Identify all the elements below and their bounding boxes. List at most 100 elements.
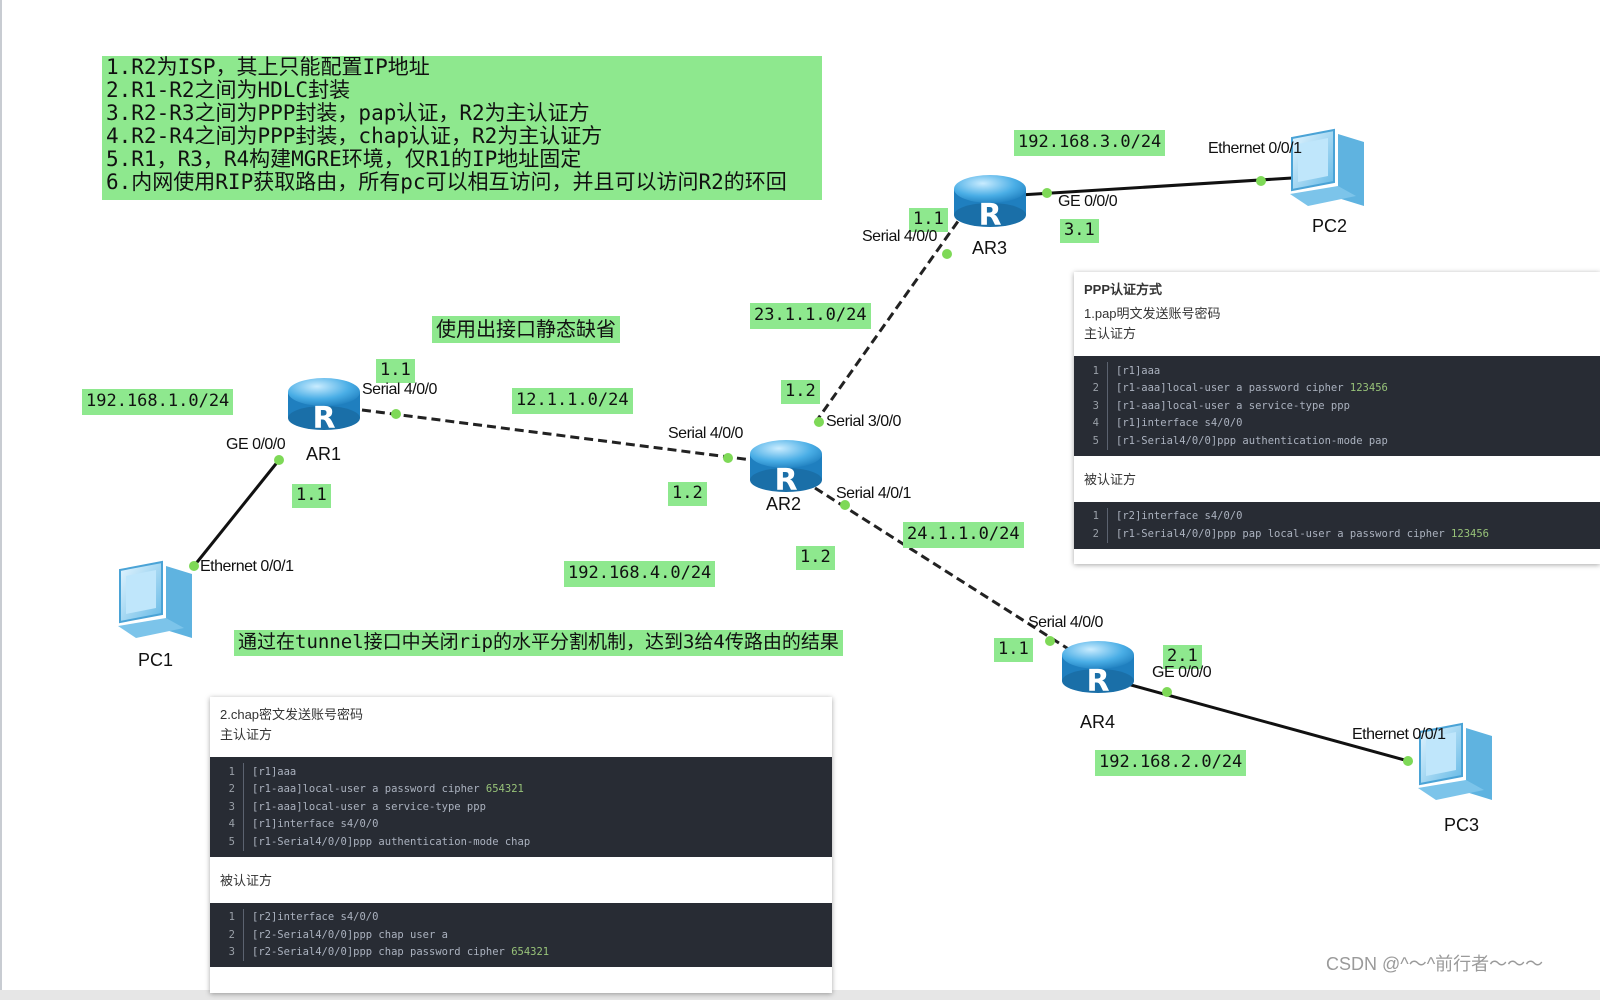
port-label: Ethernet 0/0/1 <box>1352 726 1446 743</box>
address-label: 3.1 <box>1060 219 1099 243</box>
code-text: [r1]interface s4/0/0 <box>252 818 379 831</box>
port-label: GE 0/0/0 <box>1058 193 1118 210</box>
router-icon: R <box>750 440 822 498</box>
line-number: 4 <box>1074 414 1108 432</box>
task-line: 1.R2为ISP，其上只能配置IP地址 <box>106 55 430 79</box>
router-icon: R <box>1062 641 1134 699</box>
line-number: 2 <box>210 926 244 944</box>
code-text: [r1]aaa <box>252 765 297 778</box>
port-dot <box>942 249 952 259</box>
code-line: 4 [r1]interface s4/0/0 <box>210 815 832 833</box>
port-dot <box>814 417 824 427</box>
port-label: Ethernet 0/0/1 <box>1208 140 1302 157</box>
panel-subtitle: 2.chap密文发送账号密码 <box>220 707 364 722</box>
address-label: 1.2 <box>668 482 707 506</box>
network-label: 12.1.1.0/24 <box>512 388 633 414</box>
code-text: [r2]interface s4/0/0 <box>252 911 379 924</box>
network-label: 192.168.2.0/24 <box>1095 750 1247 776</box>
device-label-pc2: PC2 <box>1312 216 1348 236</box>
network-label: 192.168.4.0/24 <box>564 561 716 587</box>
port-label: Serial 4/0/0 <box>862 228 937 245</box>
code-line: 1 [r1]aaa <box>210 763 832 781</box>
port-label: Serial 4/0/0 <box>362 381 437 398</box>
line-number: 3 <box>1074 397 1108 415</box>
code-line: 5 [r1-Serial4/0/0]ppp authentication-mode… <box>1074 432 1600 450</box>
device-label-ar3: AR3 <box>972 238 1008 258</box>
port-dot <box>1162 687 1172 697</box>
port-dot <box>723 453 733 463</box>
svg-text:R: R <box>312 401 335 436</box>
port-label: GE 0/0/0 <box>1152 664 1212 681</box>
pc-icon <box>1418 722 1492 800</box>
device-label-ar4: AR4 <box>1080 712 1116 732</box>
slave-label: 被认证方 <box>220 872 273 888</box>
port-dot <box>1256 176 1266 186</box>
line-number: 2 <box>1074 379 1108 397</box>
svg-text:R: R <box>1086 664 1109 699</box>
slave-label: 被认证方 <box>1084 471 1137 487</box>
line-number: 1 <box>210 763 244 781</box>
code-text: [r1-aaa]local-user a password cipher 123… <box>1116 382 1388 395</box>
port-label: Serial 4/0/0 <box>1028 614 1103 631</box>
code-text: [r1]interface s4/0/0 <box>1116 417 1243 430</box>
code-line: 1 [r2]interface s4/0/0 <box>210 908 832 926</box>
pc-icon <box>1290 128 1364 206</box>
panel-subtitle: 1.pap明文发送账号密码 <box>1084 306 1221 321</box>
network-label: 192.168.3.0/24 <box>1014 130 1166 156</box>
device-label-pc3: PC3 <box>1444 815 1480 835</box>
port-dot <box>1042 188 1052 198</box>
task-line: 4.R2-R4之间为PPP封装，chap认证，R2为主认证方 <box>106 124 603 148</box>
code-line: 2[r2-Serial4/0/0]ppp chap user a <box>210 926 832 944</box>
code-text: [r1-Serial4/0/0]ppp pap local-user a pas… <box>1116 527 1489 540</box>
note-split-horizon: 通过在tunnel接口中关闭rip的水平分割机制，达到3给4传路由的结果 <box>234 630 843 656</box>
port-dot <box>1045 636 1055 646</box>
port-dot <box>391 409 401 419</box>
address-label: 1.2 <box>781 380 820 404</box>
network-label: 23.1.1.0/24 <box>750 303 871 329</box>
port-label: Ethernet 0/0/1 <box>200 558 294 575</box>
network-label: 192.168.1.0/24 <box>82 389 234 415</box>
port-dot <box>189 561 199 571</box>
task-line: 2.R1-R2之间为HDLC封装 <box>106 78 351 102</box>
line-number: 5 <box>210 833 244 851</box>
code-line: 2 [r1-Serial4/0/0]ppp pap local-user a pa… <box>1074 525 1600 543</box>
line-number: 2 <box>1074 525 1108 543</box>
code-line: 2[r1-aaa]local-user a password cipher 65… <box>210 780 832 798</box>
line-number: 4 <box>210 815 244 833</box>
link-ar1-ar2 <box>361 408 753 462</box>
line-number: 1 <box>210 908 244 926</box>
address-label: 1.2 <box>796 546 835 570</box>
task-line: 3.R2-R3之间为PPP封装，pap认证，R2为主认证方 <box>106 101 590 125</box>
port-dot <box>1403 756 1413 766</box>
code-text: [r1-Serial4/0/0]ppp authentication-mode … <box>1116 434 1388 447</box>
code-line: 3[r1-aaa]local-user a service-type ppp <box>210 798 832 816</box>
link-ar2-ar4 <box>814 486 1071 652</box>
address-label: 1.1 <box>292 484 331 508</box>
code-text: [r2-Serial4/0/0]ppp chap password cipher… <box>252 946 550 959</box>
port-label: Serial 4/0/0 <box>668 425 743 442</box>
port-label: GE 0/0/0 <box>226 436 286 453</box>
svg-text:R: R <box>774 463 797 498</box>
code-text: [r1-aaa]local-user a service-type ppp <box>252 800 486 813</box>
device-label-ar2: AR2 <box>766 494 802 514</box>
code-line: 1[r2]interface s4/0/0 <box>1074 507 1600 525</box>
port-dot <box>840 500 850 510</box>
router-icon: R <box>954 175 1026 233</box>
code-text: [r1-aaa]local-user a password cipher 654… <box>252 783 524 796</box>
code-line: 2 [r1-aaa]local-user a password cipher 12… <box>1074 379 1600 397</box>
port-dots <box>189 176 1413 766</box>
port-dot <box>274 455 284 465</box>
chap-auth-panel: 2.chap密文发送账号密码 主认证方 1[r1]aaa 2[r1-aaa]lo… <box>210 697 832 993</box>
code-block-chap-slave: 1[r2]interface s4/0/0 2[r2-Serial4/0/0]p… <box>210 902 832 967</box>
code-line: 3[r2-Serial4/0/0]ppp chap password ciphe… <box>210 943 832 961</box>
device-label-pc1: PC1 <box>138 650 174 670</box>
svg-text:R: R <box>978 198 1001 233</box>
code-block-chap-master: 1 [r1]aaa 2[r1-aaa]local-user a password … <box>210 757 832 857</box>
line-number: 5 <box>1074 432 1108 450</box>
code-text: [r1-Serial4/0/0]ppp authentication-mode … <box>252 835 531 848</box>
link-ar2-ar3 <box>813 209 968 424</box>
left-border <box>0 0 2 1000</box>
address-label: 2.1 <box>1163 645 1202 669</box>
code-text: [r2]interface s4/0/0 <box>1116 510 1243 523</box>
